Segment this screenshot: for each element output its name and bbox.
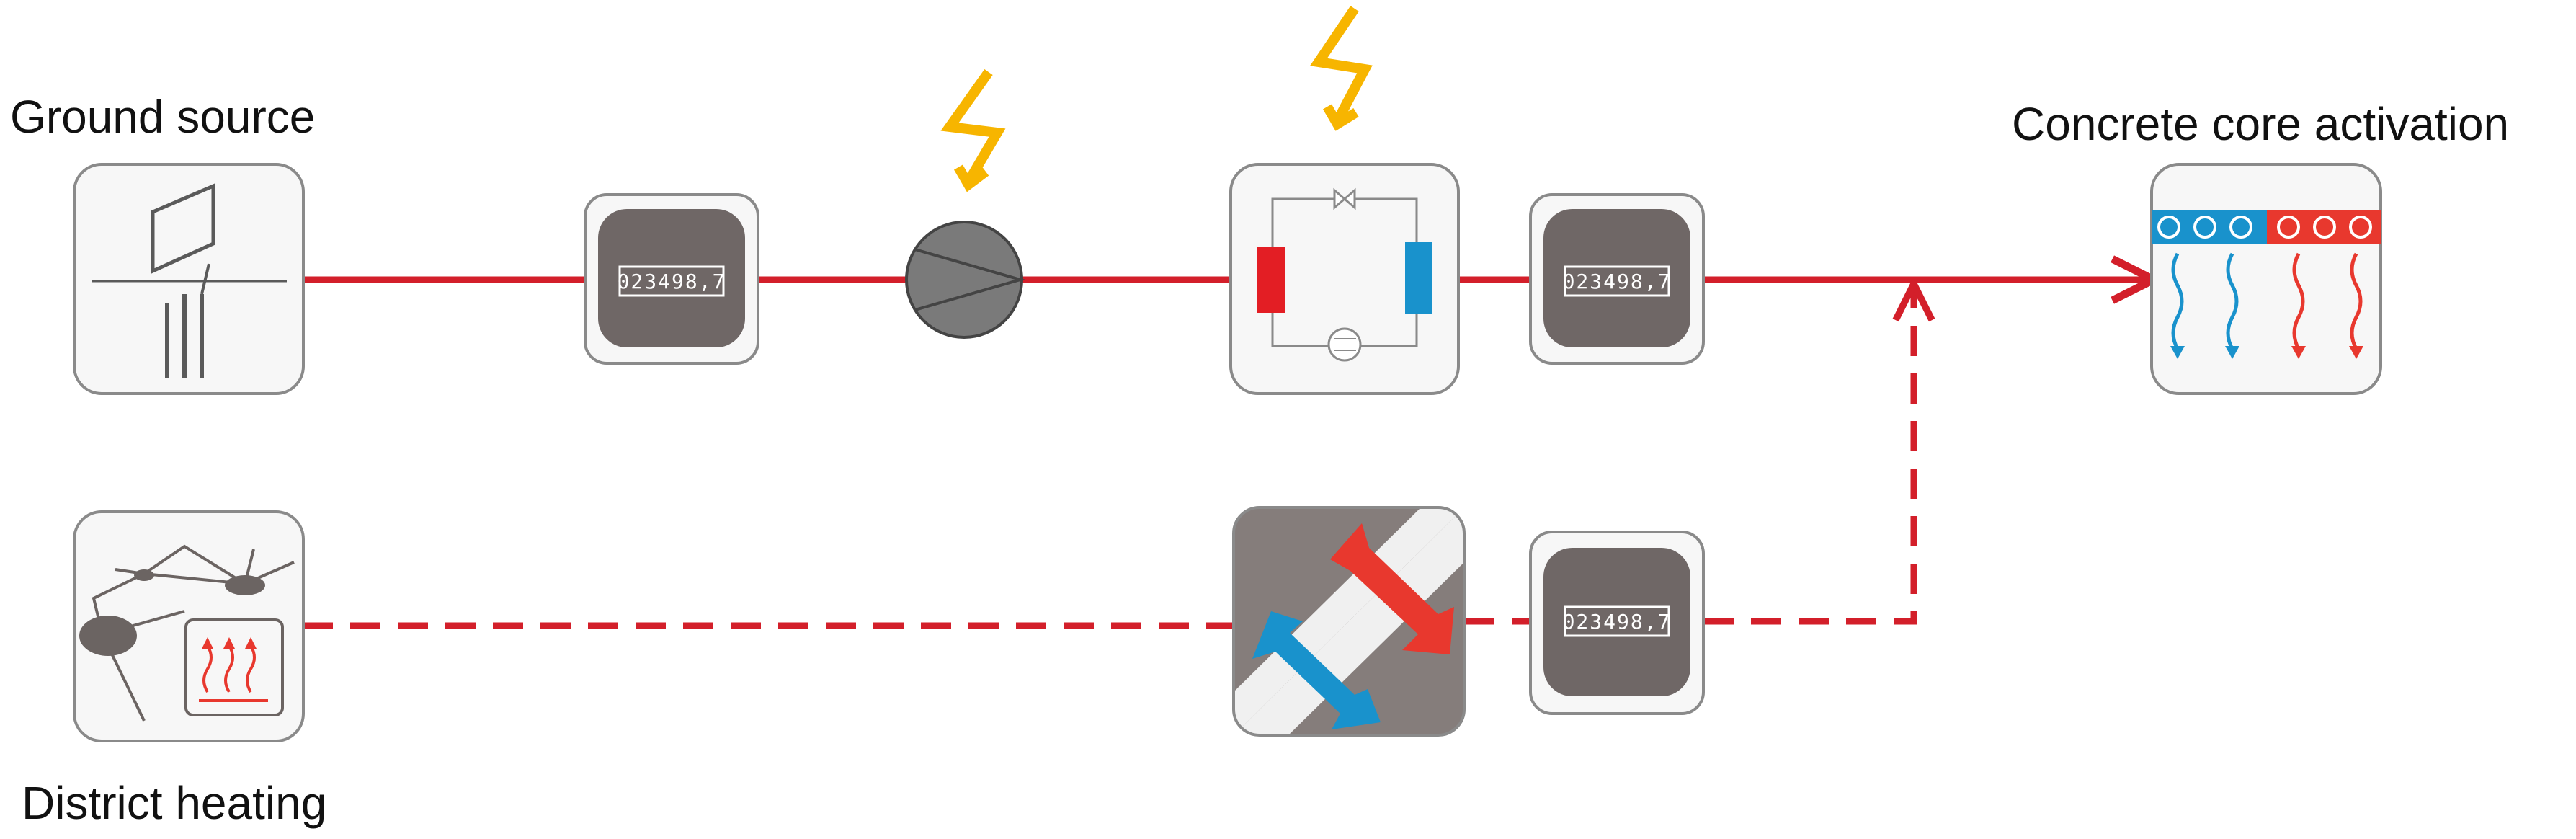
- meter-1-reading: 023498,7: [618, 270, 726, 293]
- heat-exchanger-box: [1232, 506, 1466, 737]
- flow-lines: [303, 280, 2149, 629]
- heat-meter-2: 023498,7: [1529, 193, 1705, 365]
- heat-pump-box: [1229, 163, 1460, 395]
- heat-meter-3: 023498,7: [1529, 531, 1705, 715]
- concrete-core-icon: [2152, 210, 2381, 359]
- concrete-core-box: [2150, 163, 2382, 395]
- heat-meter-icon: [1543, 209, 1690, 347]
- heat-meter-icon: [598, 209, 745, 347]
- heat-meter-1: 023498,7: [584, 193, 759, 365]
- borehole-icon: [92, 183, 287, 378]
- concrete-core-activation-label: Concrete core activation: [2012, 98, 2509, 150]
- district-heating-box: [73, 510, 305, 742]
- meter-3-reading: 023498,7: [1563, 610, 1672, 634]
- meter3-to-junction-dashed-line: [1703, 288, 1914, 625]
- ground-source-box: [73, 163, 305, 395]
- heat-pump-icon: [1257, 187, 1432, 362]
- meter-2-reading: 023498,7: [1563, 270, 1672, 293]
- ground-source-label: Ground source: [10, 91, 315, 143]
- circulation-pump-icon: [905, 221, 1026, 339]
- heat-exchanger-icon: [1252, 523, 1454, 729]
- heat-emitter-icon: [184, 618, 284, 716]
- district-heating-label: District heating: [22, 777, 326, 829]
- heat-meter-icon: [1543, 548, 1690, 696]
- electricity-icon: [940, 68, 1006, 192]
- electricity-icon: [1310, 6, 1373, 131]
